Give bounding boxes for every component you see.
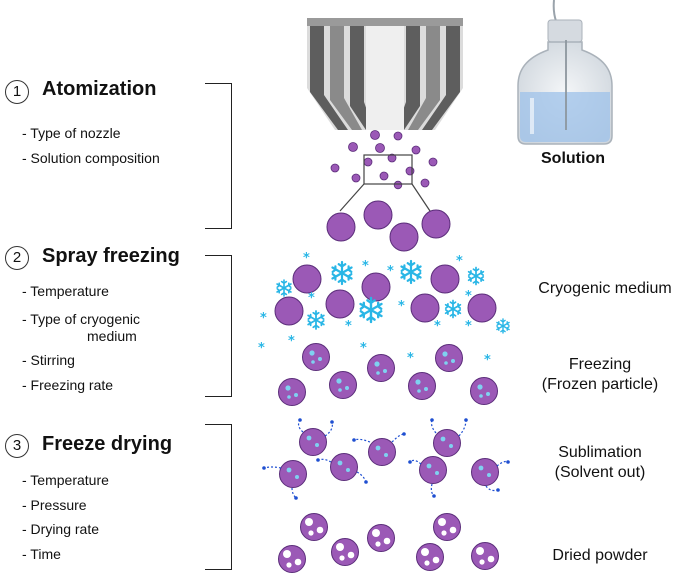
svg-text:*: * <box>465 319 472 334</box>
svg-text:*: * <box>360 341 367 356</box>
svg-text:*: * <box>456 254 463 269</box>
svg-text:*: * <box>288 334 295 349</box>
step-3-title: Freeze drying <box>42 433 173 455</box>
step-2-param: medium <box>87 328 137 344</box>
label-frozen-particle: (Frozen particle) <box>541 376 659 393</box>
step-3-param: - Drying rate <box>22 521 100 537</box>
bracket-step-2 <box>205 255 232 397</box>
step-3-number: 3 <box>5 434 29 458</box>
atomized-droplets <box>330 130 438 190</box>
label-sublimation: Sublimation <box>558 444 642 461</box>
step-3-param: - Pressure <box>22 497 87 513</box>
zoomed-droplets <box>326 200 451 252</box>
bracket-step-3 <box>205 424 232 570</box>
sublimation-particles <box>262 418 510 500</box>
step-3-param: - Time <box>22 546 61 562</box>
solution-bottle-icon <box>517 0 613 145</box>
cryogenic-droplets <box>274 264 497 326</box>
svg-text:*: * <box>258 341 265 356</box>
svg-text:*: * <box>345 319 352 334</box>
svg-text:*: * <box>465 289 472 304</box>
svg-text:*: * <box>407 351 414 366</box>
label-dried-powder: Dried powder <box>552 547 648 564</box>
step-2-param: - Stirring <box>22 352 75 368</box>
nozzle-icon <box>307 18 463 130</box>
svg-text:*: * <box>260 311 267 326</box>
svg-text:*: * <box>398 299 405 314</box>
step-1-param: - Solution composition <box>22 150 160 166</box>
label-solution: Solution <box>541 150 605 167</box>
step-1-number: 1 <box>5 80 29 104</box>
svg-text:*: * <box>303 251 310 266</box>
ice-specks: * * * * * * * * * * * * * * * * <box>258 251 491 368</box>
label-freezing: Freezing <box>568 356 632 373</box>
svg-text:*: * <box>362 259 369 274</box>
svg-text:*: * <box>484 353 491 368</box>
step-1-param: - Type of nozzle <box>22 125 121 141</box>
step-2-param: - Temperature <box>22 283 109 299</box>
label-solvent-out: (Solvent out) <box>554 464 646 481</box>
step-1-title: Atomization <box>42 78 157 100</box>
zoom-box <box>363 154 413 185</box>
label-cryogenic-medium: Cryogenic medium <box>538 280 672 297</box>
step-3-param: - Temperature <box>22 472 109 488</box>
svg-text:*: * <box>308 291 315 306</box>
bracket-step-1 <box>205 83 232 229</box>
step-2-param: - Type of cryogenic <box>22 311 141 327</box>
svg-text:*: * <box>387 264 394 279</box>
step-2-title: Spray freezing <box>42 245 180 267</box>
frozen-particles <box>278 343 498 406</box>
step-2-number: 2 <box>5 246 29 270</box>
step-2-param: - Freezing rate <box>22 377 114 393</box>
svg-text:*: * <box>434 319 441 334</box>
dried-powder-particles <box>278 513 499 573</box>
